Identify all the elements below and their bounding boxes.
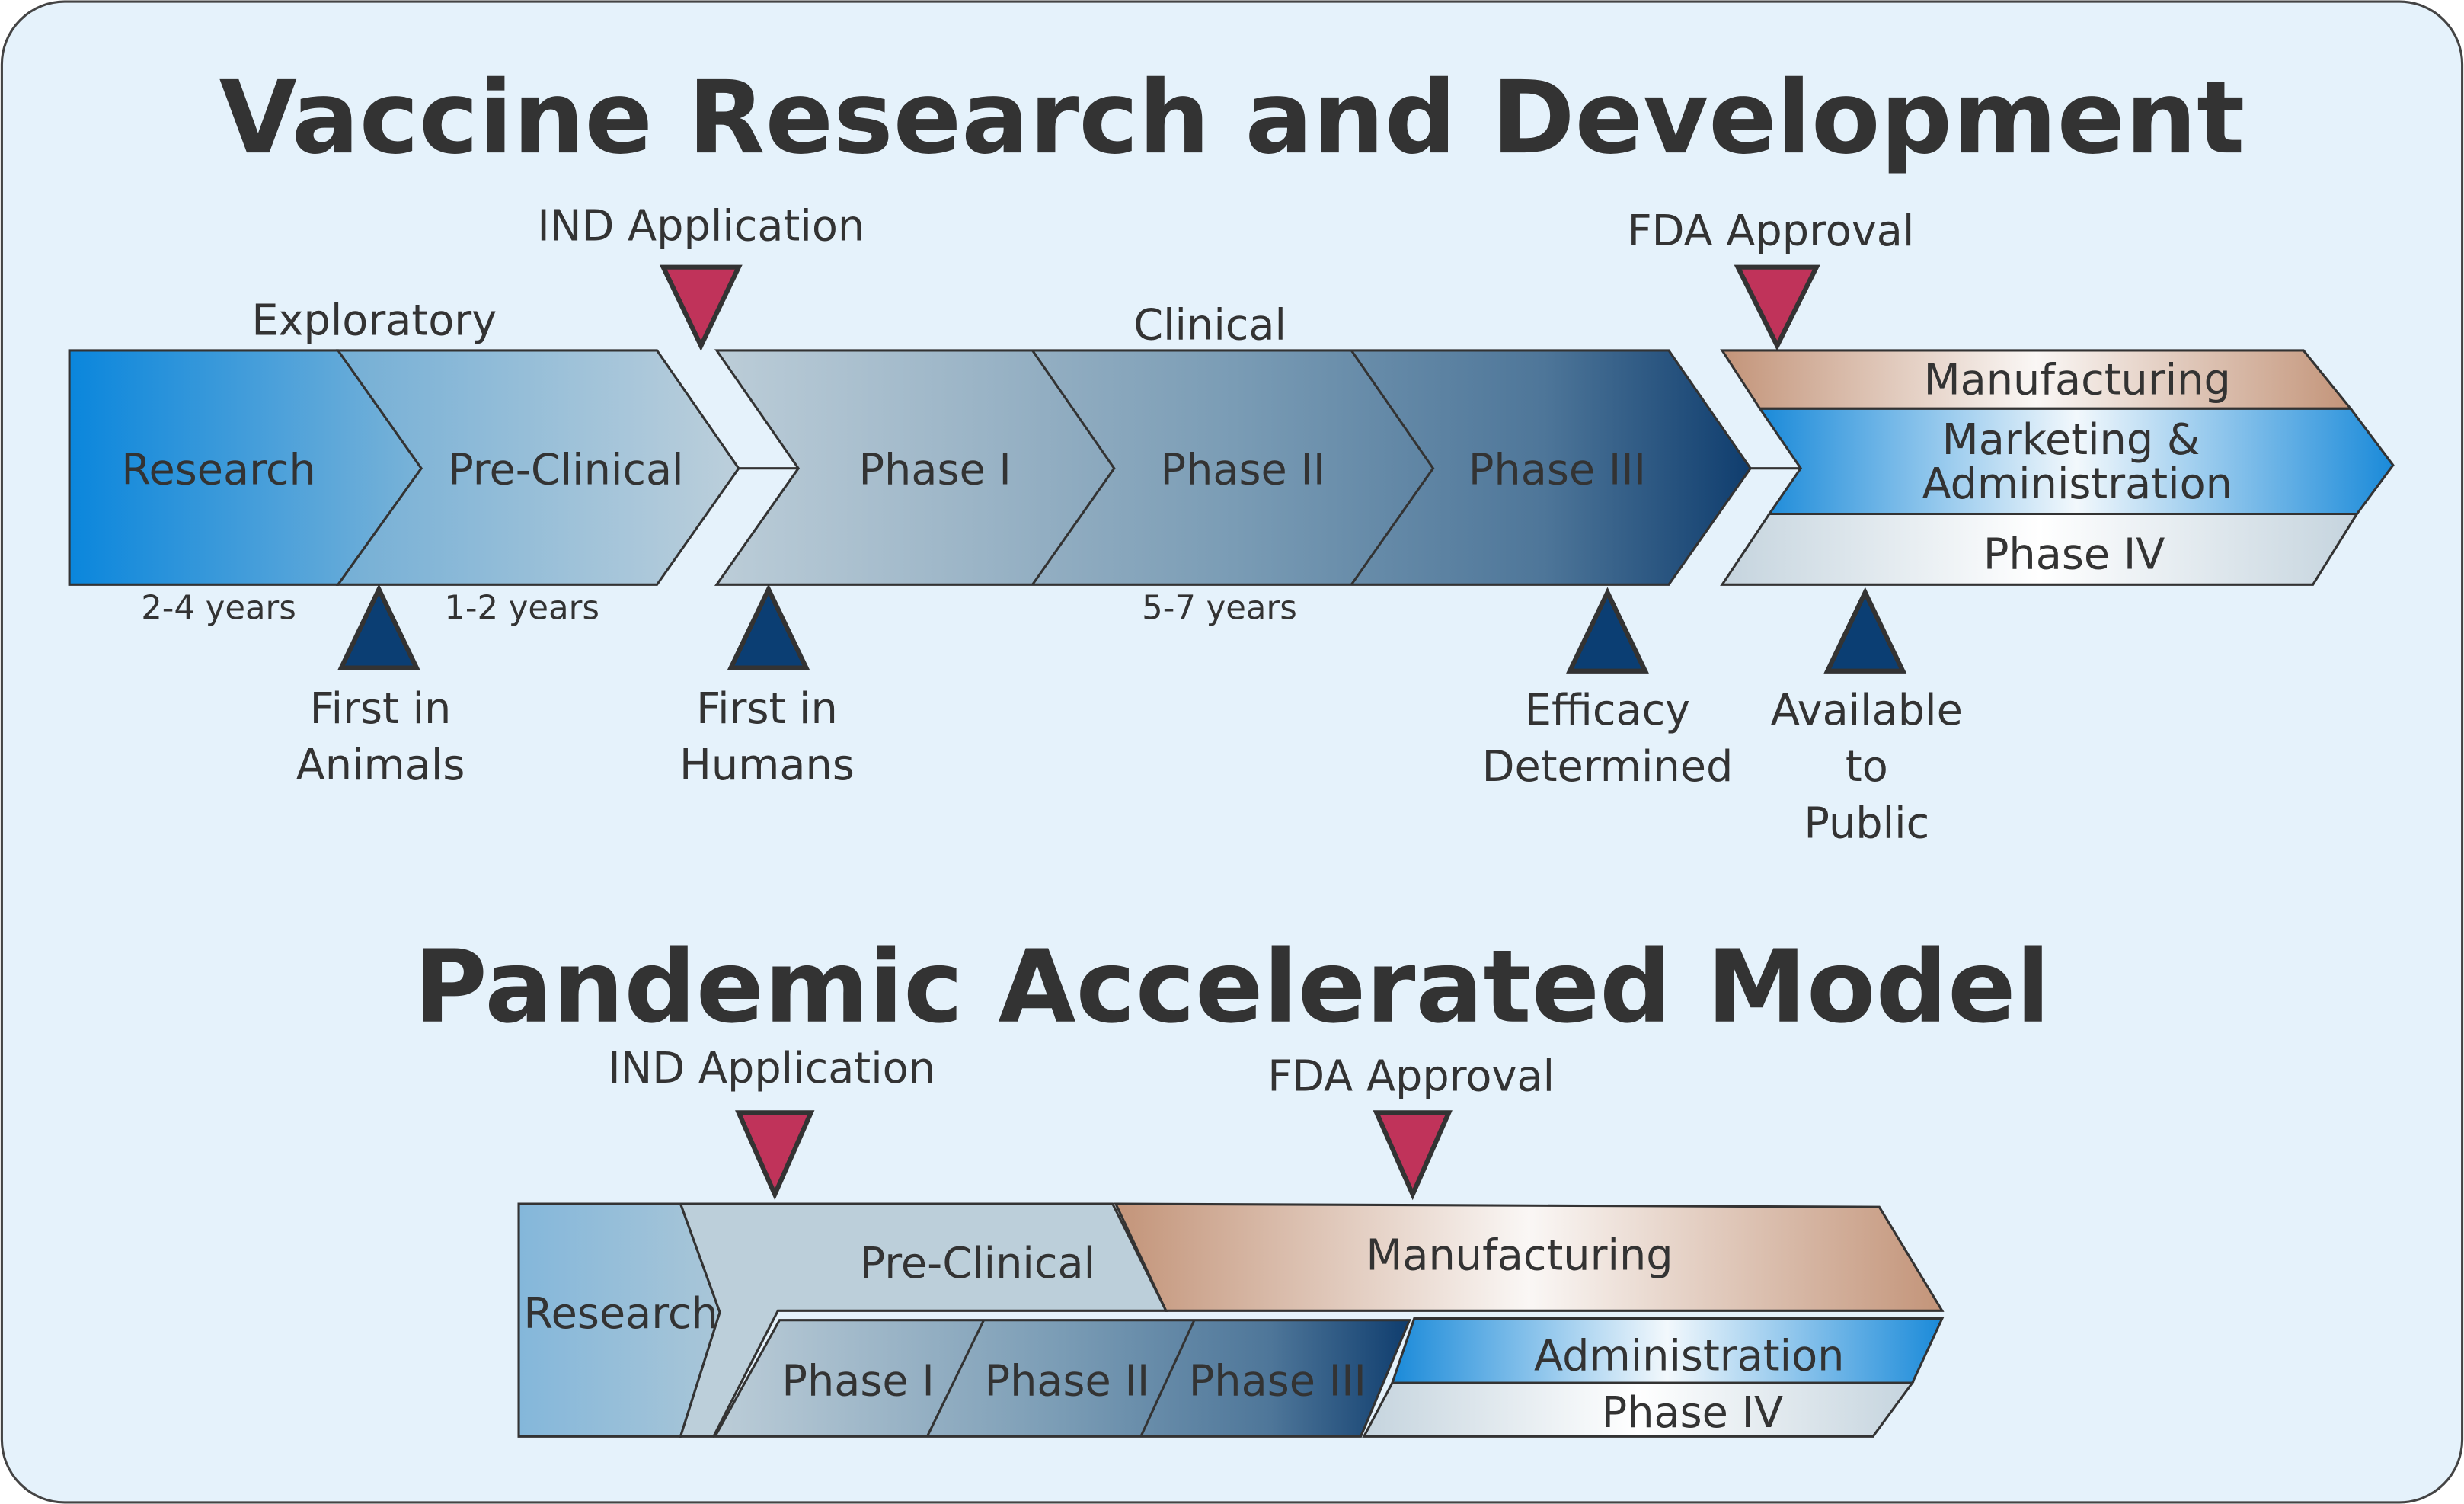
bottom-phase1-label: Phase I	[781, 1357, 934, 1406]
top-title: Vaccine Research and Development	[219, 59, 2245, 177]
bottom-ind-marker-icon	[735, 1110, 815, 1201]
duration-research: 2-4 years	[141, 590, 296, 628]
milestone-marker-icon	[727, 584, 810, 670]
stage-label-phase2: Phase II	[1161, 445, 1326, 494]
fda-marker-icon	[1734, 264, 1820, 351]
post-marketing-label-1: Marketing &	[1942, 415, 2200, 465]
stage-preclinical	[335, 349, 740, 586]
milestone-public-3: Public	[1804, 798, 1929, 848]
bottom-title: Pandemic Accelerated Model	[414, 929, 2050, 1046]
duration-preclinical: 1-2 years	[444, 590, 599, 628]
bottom-fda-label: FDA Approval	[1267, 1052, 1555, 1102]
milestone-efficacy-2: Determined	[1482, 742, 1734, 792]
bottom-administration-label: Administration	[1534, 1332, 1844, 1381]
bottom-phase3-label: Phase III	[1189, 1357, 1366, 1406]
milestone-efficacy-1: Efficacy	[1525, 686, 1690, 735]
stage-label-phase1: Phase I	[858, 445, 1011, 494]
milestone-public-1: Available	[1771, 686, 1963, 735]
bottom-research-label: Research	[523, 1289, 717, 1339]
milestone-marker-icon	[1566, 587, 1649, 674]
milestone-humans-2: Humans	[679, 741, 855, 790]
fda-approval-label: FDA Approval	[1628, 206, 1915, 256]
bottom-phase4-label: Phase IV	[1602, 1388, 1784, 1438]
ind-marker-icon	[659, 264, 743, 351]
bottom-preclinical	[679, 1202, 1168, 1438]
stage-label-phase3: Phase III	[1468, 445, 1646, 494]
milestone-marker-icon	[1823, 587, 1907, 674]
bottom-fda-marker-icon	[1373, 1110, 1453, 1201]
bottom-preclinical-label: Pre-Clinical	[860, 1239, 1095, 1288]
duration-clinical: 5-7 years	[1142, 590, 1297, 628]
post-marketing-label-2: Administration	[1922, 459, 2232, 509]
post-manufacturing-label: Manufacturing	[1924, 356, 2231, 405]
milestone-marker-icon	[337, 584, 420, 670]
bottom-phase4	[1362, 1381, 1915, 1438]
ind-application-label: IND Application	[537, 202, 864, 251]
milestone-animals-2: Animals	[296, 741, 465, 790]
milestone-humans-1: First in	[696, 684, 838, 734]
milestone-animals-1: First in	[310, 684, 452, 734]
bottom-phase2-label: Phase II	[985, 1357, 1150, 1406]
bottom-phases	[713, 1319, 1411, 1438]
milestone-public-2: to	[1846, 742, 1888, 792]
clinical-label: Clinical	[1133, 301, 1286, 350]
bottom-manufacturing	[1114, 1202, 1945, 1312]
bottom-manufacturing-label: Manufacturing	[1366, 1231, 1673, 1281]
exploratory-label: Exploratory	[251, 296, 497, 345]
post-phase4-label: Phase IV	[1983, 530, 2165, 580]
bottom-ind-label: IND Application	[608, 1044, 935, 1093]
stage-label-preclinical: Pre-Clinical	[448, 445, 683, 494]
post-phase4	[1720, 512, 2360, 586]
stage-label-research: Research	[121, 445, 315, 494]
